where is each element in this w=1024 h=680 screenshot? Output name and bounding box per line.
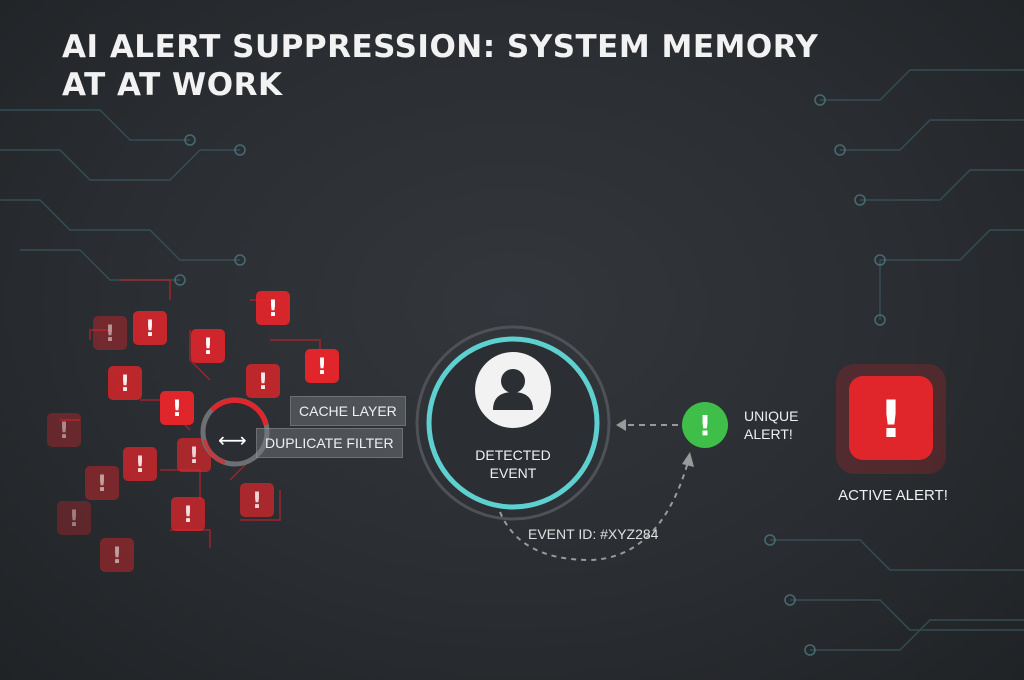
active-alert-icon <box>849 376 933 460</box>
double-arrow-icon: ⟷ <box>218 430 247 452</box>
filter-gauge-arc <box>210 397 269 426</box>
duplicate-alert-tile <box>85 466 119 500</box>
event-id-label: EVENT ID: #XYZ284 <box>528 526 659 542</box>
exclamation-icon: ! <box>145 317 155 342</box>
exclamation-icon: ! <box>69 507 79 532</box>
unique-alert-icon <box>682 402 728 448</box>
loop-arrow <box>499 461 689 562</box>
exclamation-icon: ! <box>258 370 268 395</box>
duplicate-alert-tile <box>47 413 81 447</box>
exclamation-icon: ! <box>252 489 262 514</box>
exclamation-icon: ! <box>699 409 712 442</box>
cache-layer-tag: CACHE LAYER <box>290 396 406 426</box>
duplicate-alert-tile <box>305 349 339 383</box>
exclamation-icon: ! <box>203 335 213 360</box>
exclamation-icon: ! <box>105 322 115 347</box>
circuit-trace <box>840 119 1024 151</box>
circuit-trace <box>790 599 1024 631</box>
duplicate-alert-tile <box>171 497 205 531</box>
duplicate-alert-tile <box>133 311 167 345</box>
duplicate-alert-tile <box>100 538 134 572</box>
exclamation-icon: ! <box>112 544 122 569</box>
detected-event-label: DETECTED EVENT <box>455 446 571 482</box>
duplicate-alert-tile <box>160 391 194 425</box>
exclamation-icon: ! <box>97 472 107 497</box>
exclamation-icon: ! <box>189 444 199 469</box>
exclamation-icon: ! <box>135 453 145 478</box>
exclamation-icon: ! <box>172 397 182 422</box>
duplicate-filter-tag: DUPLICATE FILTER <box>256 428 403 458</box>
exclamation-icon: ! <box>879 390 903 450</box>
circuit-trace <box>810 619 1024 651</box>
duplicate-alert-tile <box>177 438 211 472</box>
detected-event-line1: DETECTED <box>475 447 551 463</box>
circuit-trace <box>860 169 1024 201</box>
unique-alert-line2: ALERT! <box>744 426 793 442</box>
duplicate-alert-tile <box>108 366 142 400</box>
circuit-trace <box>880 229 1024 261</box>
exclamation-icon: ! <box>317 355 327 380</box>
duplicate-alert-tile <box>123 447 157 481</box>
circuit-trace <box>0 149 240 181</box>
unique-alert-line1: UNIQUE <box>744 408 799 424</box>
duplicate-alert-tile <box>93 316 127 350</box>
exclamation-icon: ! <box>120 372 130 397</box>
exclamation-icon: ! <box>183 503 193 528</box>
circuit-trace <box>0 199 240 261</box>
duplicate-alert-tile <box>256 291 290 325</box>
circuit-trace <box>820 69 1024 101</box>
circuit-trace <box>770 539 1024 571</box>
duplicate-alert-tile <box>240 483 274 517</box>
exclamation-icon: ! <box>268 297 278 322</box>
duplicate-alert-tile <box>191 329 225 363</box>
duplicate-alert-tile <box>57 501 91 535</box>
unique-alert-label: UNIQUE ALERT! <box>744 407 798 443</box>
duplicate-alert-tile <box>246 364 280 398</box>
exclamation-icon: ! <box>59 419 69 444</box>
page-title: AI ALERT SUPPRESSION: SYSTEM MEMORY AT A… <box>62 29 819 103</box>
active-alert-label: ACTIVE ALERT! <box>838 487 948 504</box>
circuit-trace <box>0 109 190 141</box>
detected-event-line2: EVENT <box>489 465 537 481</box>
